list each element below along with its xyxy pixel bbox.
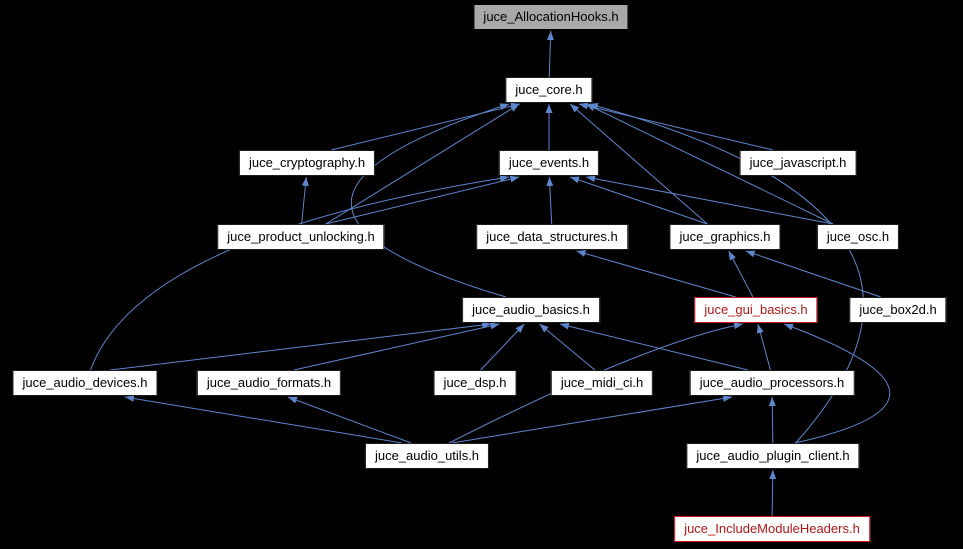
graph-node-dsp[interactable]: juce_dsp.h [433, 370, 517, 396]
edge-unlock-to-events [325, 175, 520, 225]
edge-graphics-to-core [569, 103, 708, 225]
edge-audiobasics-to-core [350, 103, 510, 298]
graph-node-crypto[interactable]: juce_cryptography.h [238, 150, 376, 176]
graph-node-devices[interactable]: juce_audio_devices.h [12, 370, 158, 396]
graph-node-javascript[interactable]: juce_javascript.h [739, 150, 857, 176]
edge-utils-to-formats [287, 396, 412, 444]
graph-node-formats[interactable]: juce_audio_formats.h [196, 370, 342, 396]
edge-devices-to-events [90, 174, 510, 371]
edge-graphics-to-events [569, 176, 708, 225]
graph-node-utils[interactable]: juce_audio_utils.h [364, 443, 490, 469]
edge-group [90, 30, 891, 517]
edge-devices-to-audiobasics [109, 321, 492, 371]
edge-utils-to-processors [451, 395, 733, 444]
edge-osc-to-core [585, 103, 834, 225]
graph-node-gui[interactable]: juce_gui_basics.h [694, 297, 818, 323]
edge-dsp-to-audiobasics [480, 323, 525, 371]
edge-unlock-to-core [325, 103, 520, 225]
edge-midici-to-audiobasics [539, 323, 596, 371]
graph-node-alloc: juce_AllocationHooks.h [473, 4, 629, 30]
edge-plugin-to-gui [783, 323, 891, 444]
edge-include-to-plugin [769, 469, 777, 517]
graph-node-midici[interactable]: juce_midi_ci.h [550, 370, 654, 396]
edge-formats-to-audiobasics [293, 322, 500, 371]
graph-node-include[interactable]: juce_IncludeModuleHeaders.h [674, 516, 870, 542]
graph-node-core[interactable]: juce_core.h [505, 77, 593, 103]
graph-node-unlock[interactable]: juce_product_unlocking.h [217, 224, 385, 250]
graph-node-audiobasics[interactable]: juce_audio_basics.h [462, 297, 600, 323]
edge-utils-to-gui [448, 322, 744, 444]
edge-gui-to-graphics [728, 250, 754, 298]
edge-box2d-to-graphics [745, 250, 881, 298]
edge-processors-to-gui [756, 323, 771, 371]
edge-gui-to-datastr [576, 250, 736, 298]
edge-osc-to-events [585, 175, 834, 225]
edge-utils-to-devices [124, 395, 403, 444]
graph-node-processors[interactable]: juce_audio_processors.h [689, 370, 855, 396]
graph-node-plugin[interactable]: juce_audio_plugin_client.h [686, 443, 860, 469]
graph-node-graphics[interactable]: juce_graphics.h [669, 224, 781, 250]
edge-unlock-to-crypto [301, 176, 309, 225]
edge-processors-to-audiobasics [559, 322, 749, 371]
edge-javascript-to-core [578, 102, 774, 151]
edge-datastr-to-events [546, 176, 554, 225]
edge-crypto-to-core [331, 102, 521, 151]
graph-node-datastr[interactable]: juce_data_structures.h [476, 224, 628, 250]
graph-node-events[interactable]: juce_events.h [498, 150, 600, 176]
edge-plugin-to-processors [768, 396, 776, 444]
graph-node-box2d[interactable]: juce_box2d.h [849, 297, 947, 323]
edge-core-to-alloc [546, 30, 554, 78]
graph-node-osc[interactable]: juce_osc.h [816, 224, 900, 250]
